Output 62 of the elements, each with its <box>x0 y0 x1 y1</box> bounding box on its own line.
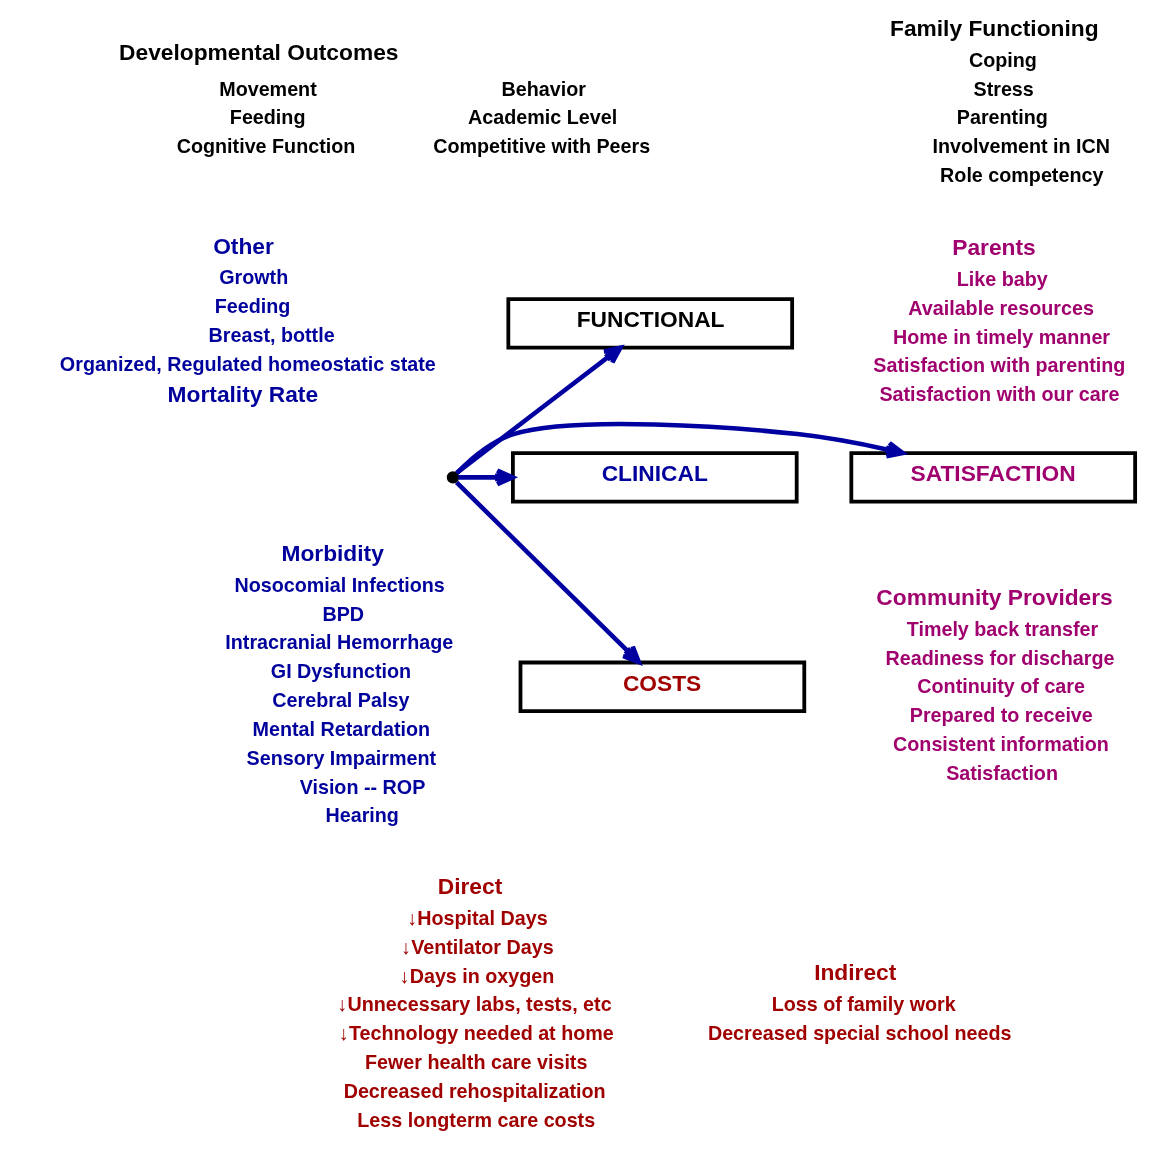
label: Readiness for discharge <box>884 646 1115 669</box>
label: ↓Days in oxygen <box>399 964 554 987</box>
label: Behavior <box>501 77 586 100</box>
label: Like baby <box>956 267 1048 290</box>
label: Developmental Outcomes <box>118 38 398 65</box>
node-circle <box>446 471 459 484</box>
arrow <box>454 421 905 475</box>
arrow <box>457 468 515 487</box>
label: Role competency <box>939 164 1103 187</box>
label: Stress <box>973 77 1034 100</box>
label: Satisfaction <box>945 761 1058 784</box>
label: ↓Ventilator Days <box>400 935 554 958</box>
label: Community Providers <box>875 583 1113 610</box>
label: Prepared to receive <box>909 704 1093 727</box>
label: Timely back transfer <box>906 617 1098 640</box>
label: Cerebral Palsy <box>271 689 409 712</box>
label: GI Dysfunction <box>270 660 411 683</box>
label: Indirect <box>813 959 896 986</box>
node-box: SATISFACTION <box>848 451 1137 504</box>
label: Hearing <box>324 804 399 827</box>
label: Competitive with Peers <box>432 135 650 158</box>
label: Available resources <box>907 296 1094 319</box>
label: Loss of family work <box>771 993 956 1016</box>
node-box: FUNCTIONAL <box>505 297 794 350</box>
label: Decreased special school needs <box>707 1022 1012 1045</box>
label: Cognitive Function <box>176 135 355 158</box>
label: Family Functioning <box>889 14 1099 41</box>
label: Continuity of care <box>916 675 1085 698</box>
label: Satisfaction with parenting <box>872 354 1125 377</box>
label: ↓Hospital Days <box>406 906 548 929</box>
label: Organized, Regulated homeostatic state <box>59 352 436 375</box>
label: Fewer health care visits <box>364 1051 587 1074</box>
label: Nosocomial Infections <box>233 573 445 596</box>
label: Parenting <box>956 106 1048 129</box>
label: Less longterm care costs <box>356 1108 595 1131</box>
label: Breast, bottle <box>208 324 335 347</box>
label: Mental Retardation <box>252 717 430 740</box>
arrow <box>454 480 641 665</box>
label: Other <box>212 232 274 259</box>
label: Growth <box>218 266 288 289</box>
label: Parents <box>951 234 1036 261</box>
label: Involvement in ICN <box>932 135 1110 158</box>
label: Consistent information <box>892 733 1109 756</box>
label: Direct <box>437 872 502 899</box>
node-box: CLINICAL <box>510 451 799 504</box>
label: Satisfaction with our care <box>878 383 1119 406</box>
label: ↓Unnecessary labs, tests, etc <box>337 993 612 1016</box>
label: Feeding <box>214 295 290 318</box>
label: Academic Level <box>467 106 617 129</box>
label: Movement <box>218 77 317 100</box>
label: Morbidity <box>280 539 384 566</box>
label: Coping <box>968 48 1037 71</box>
label: BPD <box>321 602 364 625</box>
label: Feeding <box>229 106 305 129</box>
label: Home in timely manner <box>892 325 1110 348</box>
label: Sensory Impairment <box>246 746 436 769</box>
label: Mortality Rate <box>167 381 318 408</box>
label: Decreased rehospitalization <box>343 1079 606 1102</box>
node-box: COSTS <box>518 660 806 713</box>
label: ↓Technology needed at home <box>338 1022 614 1045</box>
label: Intracranial Hemorrhage <box>224 631 453 654</box>
label: Vision -- ROP <box>299 775 425 798</box>
